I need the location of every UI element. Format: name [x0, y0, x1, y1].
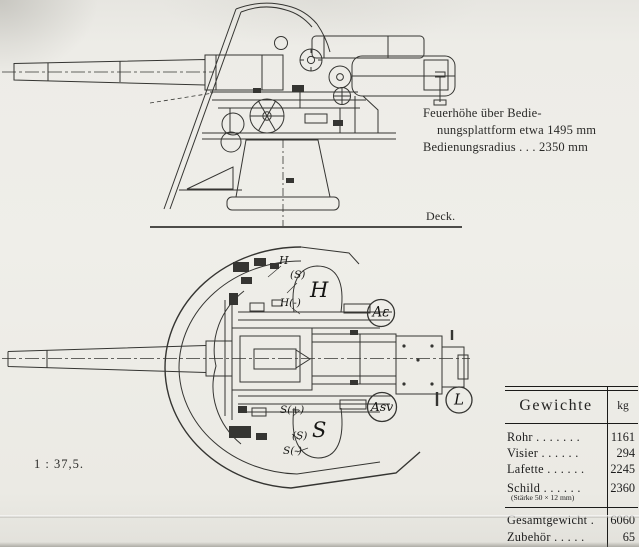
dot-leader: .	[590, 513, 595, 527]
row-label: Visier	[507, 446, 539, 460]
circle-ae	[366, 298, 396, 328]
row-value: 2245	[610, 462, 635, 476]
table-row-rohr: Rohr . . . . . . . 1161	[505, 430, 638, 445]
fire-height-note-line1: Feuerhöhe über Bedie-	[423, 106, 542, 120]
plan-label-s-paren-top: (S)	[290, 269, 306, 281]
plan-label-ae: Aε	[372, 304, 390, 321]
fire-height-note-line2: nungsplattform etwa 1495 mm	[437, 123, 597, 137]
paper-crease	[0, 515, 639, 518]
table-unit-header: kg	[617, 400, 629, 412]
row-label: Rohr	[507, 430, 533, 444]
plan-label-l: L	[454, 390, 464, 409]
table-row-schild: Schild . . . . . . 2360 (Stärke 50 × 12 …	[505, 481, 638, 502]
plan-label-s-minus: S(-)	[283, 445, 302, 457]
row-label: Zubehör	[507, 530, 551, 544]
plan-label-big-s: S	[312, 418, 327, 442]
dot-leader: . . . . .	[554, 530, 585, 544]
table-sum-rule	[505, 507, 638, 508]
table-top-rule-2	[505, 390, 638, 391]
table-column-divider	[607, 386, 609, 547]
plan-label-small-h: H	[279, 254, 289, 267]
weights-table: Gewichte kg Rohr . . . . . . . 1161 Visi…	[505, 386, 638, 547]
table-row-zubehoer: Zubehör . . . . . 65	[505, 530, 638, 545]
circle-l	[445, 386, 473, 414]
side-view-drawing	[2, 2, 462, 228]
circle-asv	[366, 391, 398, 423]
table-top-rule	[505, 386, 638, 387]
barrel-plan	[7, 345, 207, 373]
dot-leader: . . . . . .	[541, 446, 579, 460]
row-value: 1161	[610, 430, 635, 444]
plan-label-s-paren-bottom: (S)	[292, 430, 308, 442]
plan-label-h-minus: H(-)	[280, 297, 301, 309]
scale-label: 1 : 37,5.	[34, 457, 84, 471]
dot-leader: . . . . . . .	[536, 430, 581, 444]
table-row-lafette: Lafette . . . . . . 2245	[505, 462, 638, 477]
dome-s	[292, 407, 343, 459]
radius-note: Bedienungsradius . . . 2350 mm	[423, 140, 589, 154]
dot-leader: . . . . . .	[543, 481, 581, 495]
plan-view-drawing	[2, 246, 473, 489]
dome-h	[292, 265, 343, 313]
plan-label-asv: Asv	[370, 399, 394, 415]
plan-label-s-plus: S(+)	[280, 404, 305, 416]
table-title: Gewichte	[519, 397, 593, 414]
row-value: 2360	[610, 481, 635, 495]
plan-label-big-h: H	[310, 278, 329, 302]
row-label: Schild	[507, 481, 541, 495]
table-header-rule	[505, 423, 638, 424]
row-note: (Stärke 50 × 12 mm)	[511, 492, 575, 502]
row-value: 294	[616, 446, 635, 460]
dot-leader: . . . . . .	[547, 462, 585, 476]
paper-bottom-edge	[0, 542, 639, 547]
crank-handle	[433, 71, 447, 106]
table-row-visier: Visier . . . . . . 294	[505, 446, 638, 461]
row-label: Lafette	[507, 462, 544, 476]
deck-label: Deck.	[426, 209, 456, 223]
row-value: 65	[622, 530, 635, 544]
shield-side	[163, 8, 237, 210]
